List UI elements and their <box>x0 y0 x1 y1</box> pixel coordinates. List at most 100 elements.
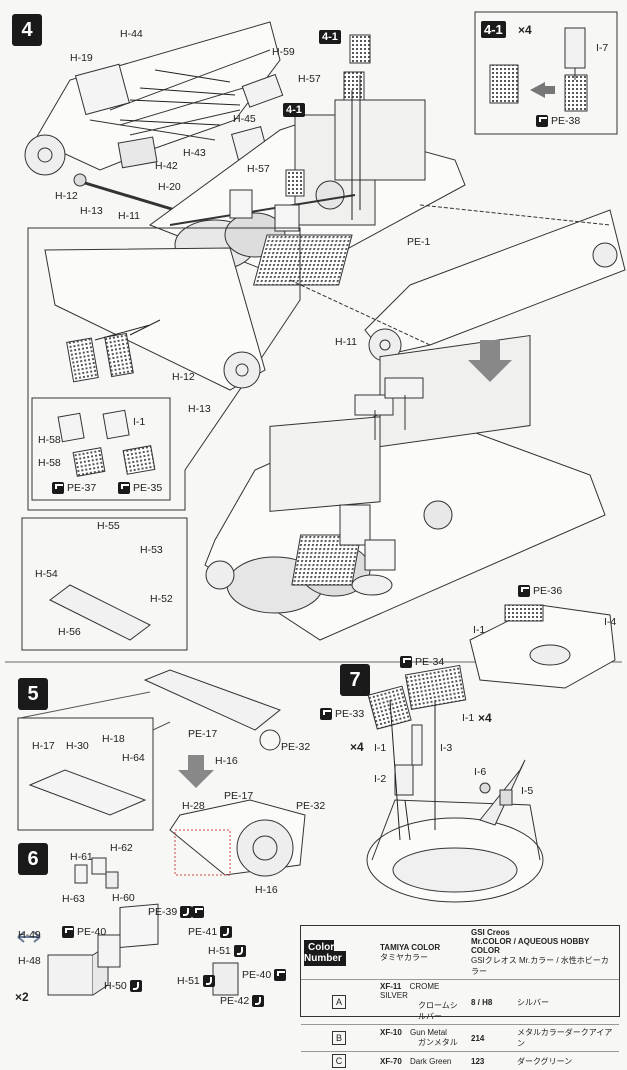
cut-icon <box>130 980 142 992</box>
table-row: B XF-10 Gun Metal ガンメタル 214 メタルカラーダークアイア… <box>301 1025 619 1052</box>
part-label: H-17 <box>32 740 55 752</box>
photo-etch-icon <box>52 482 64 494</box>
part-label: H-12 <box>55 190 78 202</box>
photo-etch-icon <box>518 585 530 597</box>
table-row: C XF-70 Dark Green 123 ダークグリーン <box>301 1052 619 1070</box>
photo-etch-icon <box>536 115 548 127</box>
pe-label: PE-33 <box>320 708 364 720</box>
part-label: H-44 <box>120 28 143 40</box>
step-number-7: 7 <box>340 664 370 696</box>
color-number-header: Color Number <box>304 940 346 966</box>
part-label: H-57 <box>298 73 321 85</box>
gsi-name-jp: ダークグリーン <box>514 1052 619 1070</box>
part-label: H-19 <box>70 52 93 64</box>
pe-label: PE-37 <box>52 482 96 494</box>
part-label: H-55 <box>97 520 120 532</box>
part-label: H-20 <box>158 181 181 193</box>
part-label: H-28 <box>182 800 205 812</box>
part-label: PE-32 <box>296 800 325 812</box>
pe-label: PE-42 <box>220 995 264 1007</box>
part-label: H-52 <box>150 593 173 605</box>
photo-etch-icon <box>400 656 412 668</box>
color-name: Gun Metal <box>410 1028 447 1037</box>
part-label: H-13 <box>80 205 103 217</box>
part-label: I-1 <box>133 416 145 428</box>
gsi-code: 123 <box>468 1052 514 1070</box>
part-label: H-58 <box>38 457 61 469</box>
quantity-mark: ×4 <box>350 740 364 754</box>
step-number-5: 5 <box>18 678 48 710</box>
pe-label: H-51 <box>177 975 215 987</box>
pe-label: PE-34 <box>400 656 444 668</box>
color-letter: A <box>332 995 346 1009</box>
part-label: H-48 <box>18 955 41 967</box>
color-name: Dark Green <box>410 1057 451 1066</box>
color-letter: C <box>332 1054 346 1068</box>
part-label: H-18 <box>102 733 125 745</box>
part-label: PE-32 <box>281 741 310 753</box>
pe-label: PE-41 <box>188 926 232 938</box>
pe-label: PE-38 <box>536 115 580 127</box>
gsi-code: 214 <box>468 1025 514 1052</box>
tamiya-code: XF-70 <box>380 1057 402 1066</box>
tamiya-code: XF-11 <box>380 982 401 991</box>
pe-label: PE-40 <box>242 969 289 981</box>
part-label: PE-17 <box>188 728 217 740</box>
part-label: I-7 <box>596 42 608 54</box>
part-label: I-4 <box>604 616 616 628</box>
part-label: H-42 <box>155 160 178 172</box>
part-label: H-11 <box>335 336 357 348</box>
photo-etch-icon <box>62 926 74 938</box>
sub-step-badge: 4-1 <box>283 103 305 117</box>
gsi-name-jp: メタルカラーダークアイアン <box>514 1025 619 1052</box>
part-label: H-11 <box>118 210 140 222</box>
part-label: H-49 <box>18 929 41 941</box>
part-label: I-1 <box>374 742 386 754</box>
part-label: H-16 <box>255 884 278 896</box>
part-label: H-16 <box>215 755 238 767</box>
gsi-header-line2: Mr.COLOR / AQUEOUS HOBBY COLOR <box>471 937 616 955</box>
part-label: H-53 <box>140 544 163 556</box>
color-name-jp: ガンメタル <box>418 1037 465 1048</box>
part-label: H-13 <box>188 403 211 415</box>
part-label: H-30 <box>66 740 89 752</box>
part-label: PE-1 <box>407 236 430 248</box>
step-number-6: 6 <box>18 843 48 875</box>
tamiya-header: TAMIYA COLOR <box>380 943 465 952</box>
cut-icon <box>203 975 215 987</box>
part-label: I-5 <box>521 785 533 797</box>
cut-icon <box>234 945 246 957</box>
part-label: H-43 <box>183 147 206 159</box>
part-label: H-59 <box>272 46 295 58</box>
part-label: H-61 <box>70 851 93 863</box>
photo-etch-icon <box>192 906 204 918</box>
part-label: H-54 <box>35 568 58 580</box>
quantity-mark: ×2 <box>15 990 29 1004</box>
table-row: A XF-11 CROME SILVER クロームシルバー 8 / H8 シルバ… <box>301 980 619 1025</box>
cut-icon <box>220 926 232 938</box>
cut-icon <box>252 995 264 1007</box>
part-label: H-63 <box>62 893 85 905</box>
pe-label: H-51 <box>208 945 246 957</box>
color-name-jp: クロームシルバー <box>418 1000 465 1022</box>
inset-badge: 4-1 <box>481 21 506 38</box>
part-label: H-64 <box>122 752 145 764</box>
cut-icon <box>180 906 192 918</box>
part-label: H-60 <box>112 892 135 904</box>
part-label: H-57 <box>247 163 270 175</box>
quantity-mark: ×4 <box>478 711 492 725</box>
tamiya-header-jp: タミヤカラー <box>380 952 465 963</box>
part-label: H-62 <box>110 842 133 854</box>
part-label: I-3 <box>440 742 452 754</box>
part-label: I-6 <box>474 766 486 778</box>
part-label: I-1 <box>462 712 474 724</box>
pe-label: PE-39 <box>148 906 207 918</box>
photo-etch-icon <box>320 708 332 720</box>
part-label: H-56 <box>58 626 81 638</box>
pe-label: H-50 <box>104 980 142 992</box>
part-label: H-45 <box>233 113 256 125</box>
color-letter: B <box>332 1031 346 1045</box>
photo-etch-icon <box>274 969 286 981</box>
part-label: PE-17 <box>224 790 253 802</box>
pe-label: PE-35 <box>118 482 162 494</box>
